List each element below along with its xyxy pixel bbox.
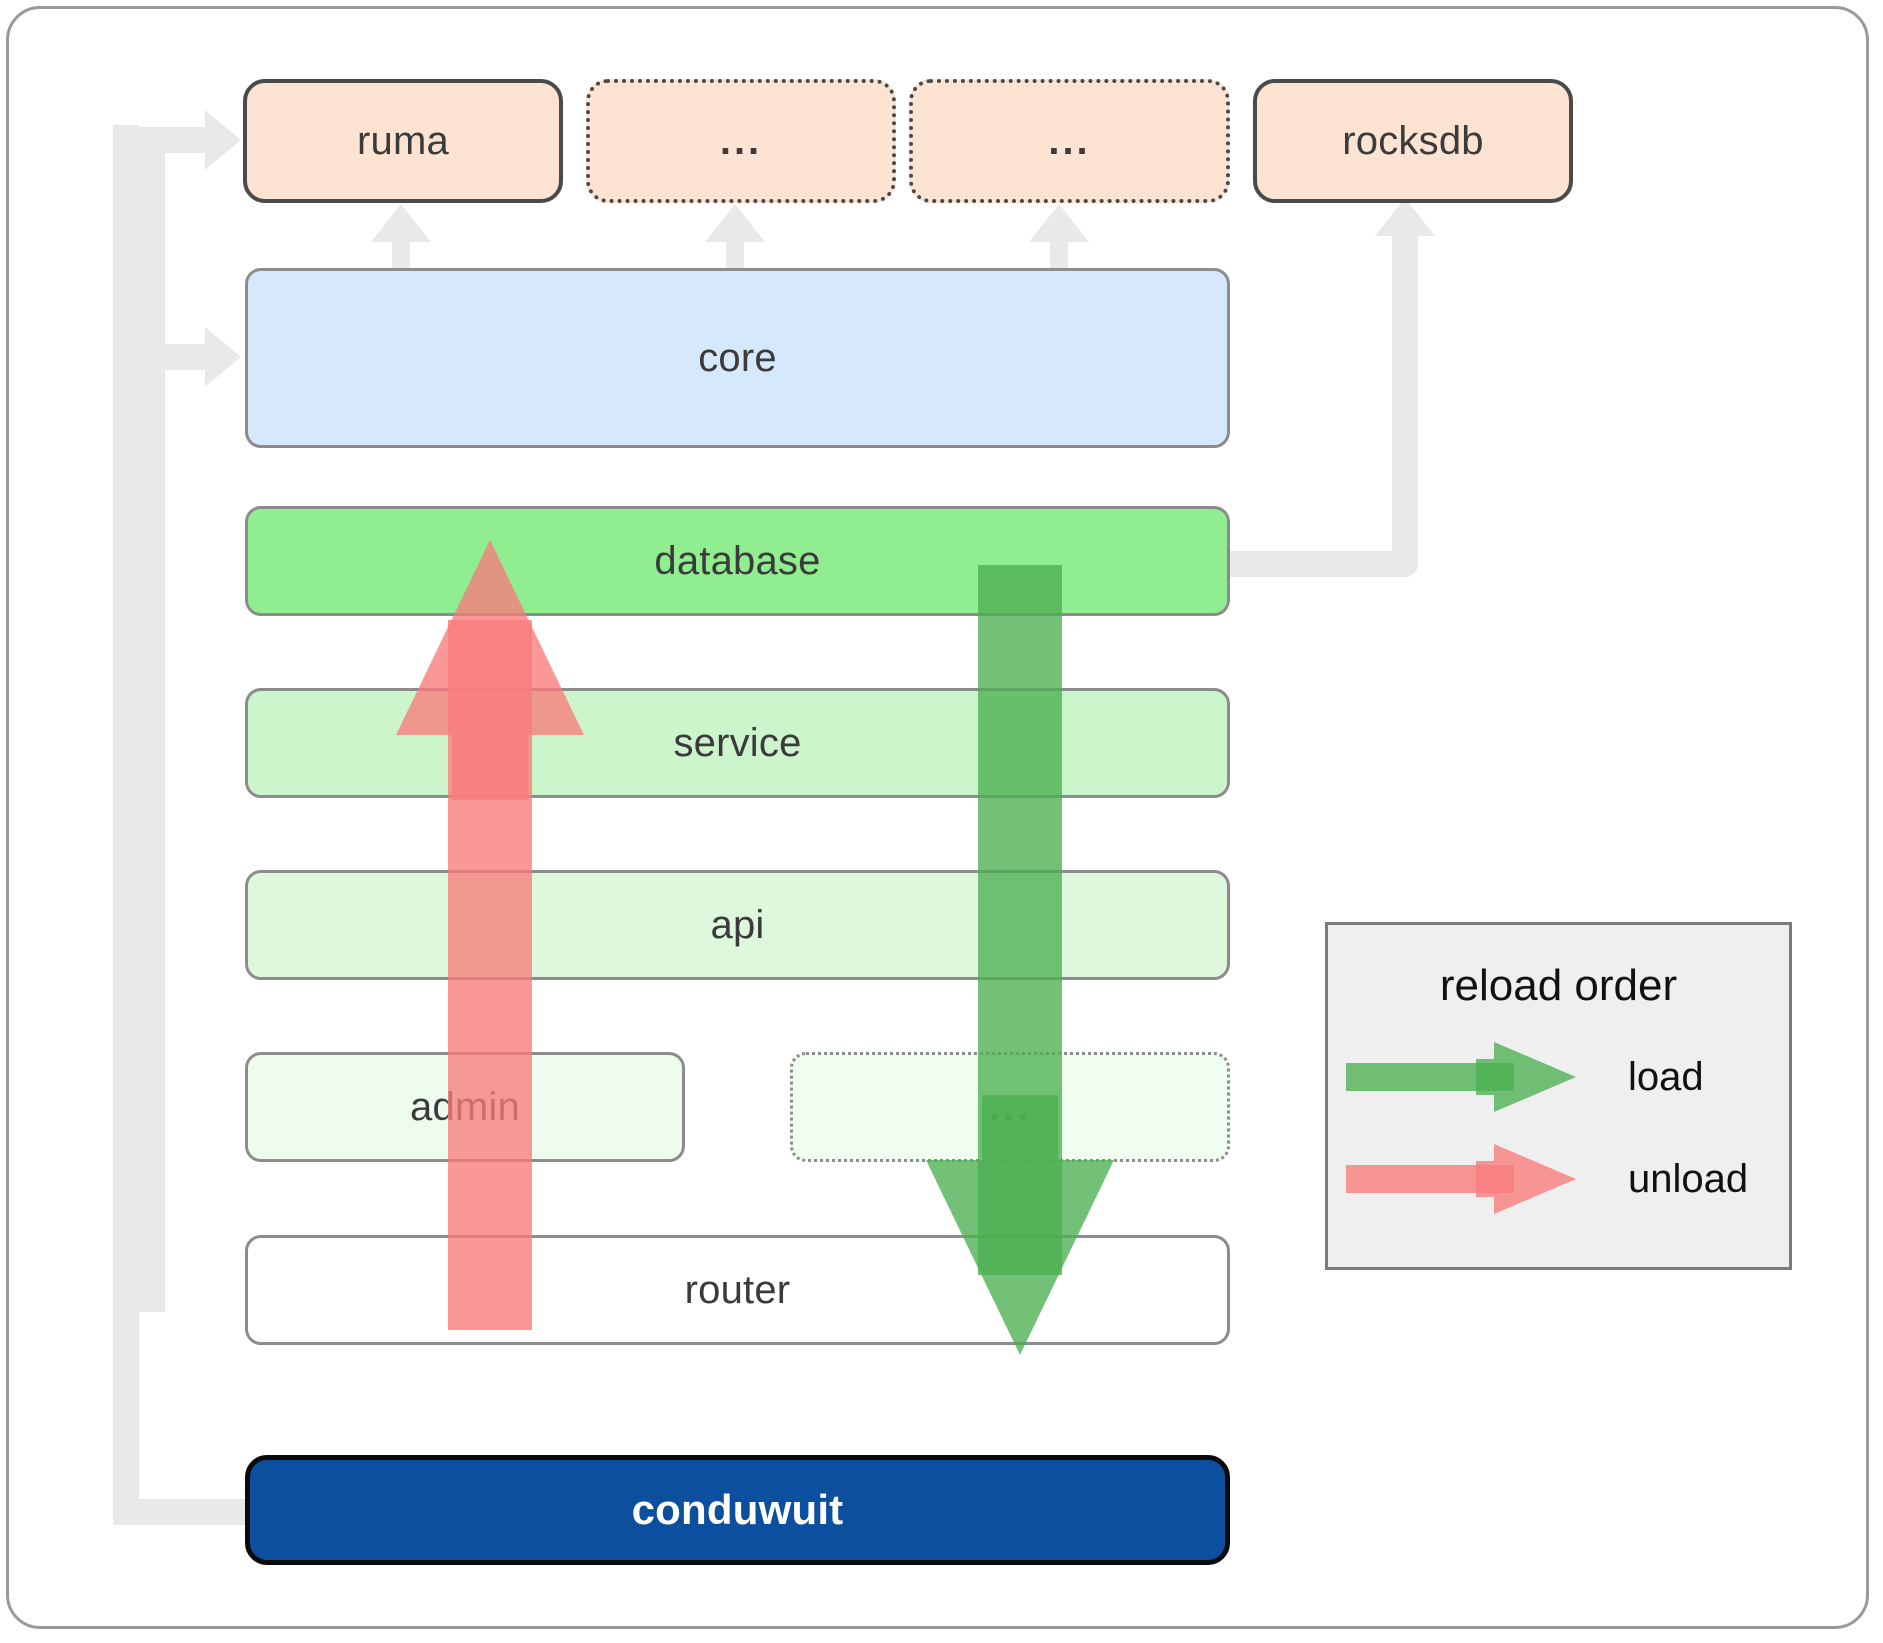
wire-arrowhead-rocksdb (1375, 198, 1435, 236)
wire-to-conduwuit (113, 1499, 248, 1525)
wire-to-ruma (113, 127, 213, 153)
node-service[interactable]: service (245, 688, 1230, 798)
wire-arrowhead-ruma (205, 110, 241, 170)
node-ruma[interactable]: ruma (243, 79, 563, 203)
node-layer-ellipsis[interactable]: ... (790, 1052, 1230, 1162)
node-router[interactable]: router (245, 1235, 1230, 1345)
wire-database-to-rocksdb-h (1228, 551, 1418, 577)
legend-unload-label: unload (1628, 1157, 1749, 1201)
node-core[interactable]: core (245, 268, 1230, 448)
legend-panel: reload order load unload (1325, 922, 1792, 1270)
node-rocksdb-label: rocksdb (1342, 119, 1484, 163)
node-rocksdb[interactable]: rocksdb (1253, 79, 1573, 203)
node-dep-ellipsis-1[interactable]: ... (586, 79, 896, 203)
wire-to-core (139, 344, 213, 370)
node-dep-ellipsis-2-label: ... (1048, 119, 1091, 163)
node-admin[interactable]: admin (245, 1052, 685, 1162)
diagram-frame (6, 6, 1869, 1629)
wire-branch-core (139, 140, 165, 1312)
legend-load-arrow (1346, 1037, 1576, 1117)
legend-load-label: load (1628, 1055, 1704, 1099)
node-conduwuit[interactable]: conduwuit (245, 1455, 1230, 1565)
node-layer-ellipsis-label: ... (988, 1085, 1032, 1129)
node-conduwuit-label: conduwuit (631, 1486, 844, 1533)
wire-arrowhead-core-dep1 (705, 204, 765, 242)
node-api[interactable]: api (245, 870, 1230, 980)
node-ruma-label: ruma (357, 119, 449, 163)
wire-arrowhead-core-ruma (371, 204, 431, 242)
node-service-label: service (673, 721, 802, 765)
wire-arrowhead-core-dep2 (1029, 204, 1089, 242)
node-core-label: core (698, 336, 777, 380)
node-router-label: router (684, 1268, 791, 1312)
node-database-label: database (654, 539, 821, 583)
legend-unload-arrow (1346, 1139, 1576, 1219)
wire-database-to-rocksdb-v (1392, 230, 1418, 560)
node-dep-ellipsis-1-label: ... (719, 119, 763, 163)
node-dep-ellipsis-2[interactable]: ... (909, 79, 1230, 203)
wire-trunk-vertical (113, 125, 139, 1525)
node-database[interactable]: database (245, 506, 1230, 616)
legend-title: reload order (1439, 961, 1678, 1010)
node-api-label: api (710, 903, 765, 947)
wire-arrowhead-core (205, 327, 241, 387)
node-admin-label: admin (410, 1085, 520, 1129)
